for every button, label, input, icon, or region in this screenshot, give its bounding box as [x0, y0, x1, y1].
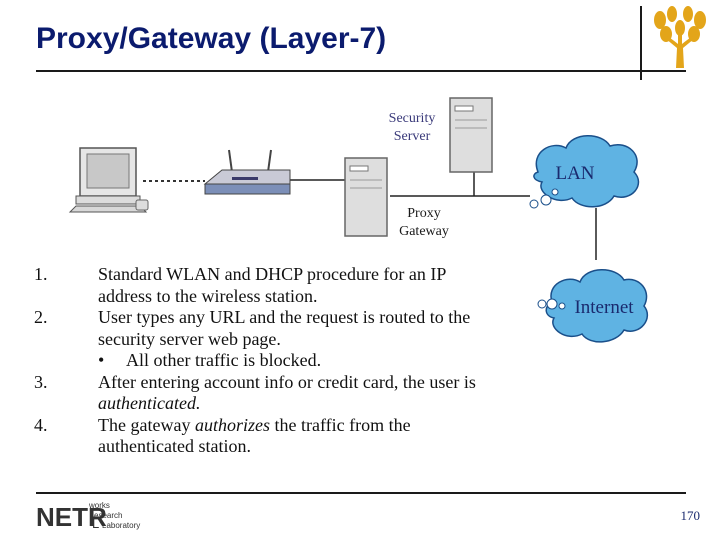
step-text: address to the wireless station. [98, 285, 318, 306]
step-text-emphasis: authenticated. [98, 393, 201, 413]
internet-cloud-icon [537, 269, 649, 343]
step-number: 1. [34, 264, 48, 284]
step-3: 3. After entering account info or credit… [24, 372, 544, 415]
internet-label: Internet [574, 297, 634, 318]
proxy-gateway-label: Proxy Gateway [399, 206, 449, 239]
step-text: The gateway [98, 414, 195, 435]
logo-l: L [92, 516, 99, 531]
desktop-computer-icon [68, 147, 149, 213]
lan-cloud-icon [529, 135, 640, 209]
subitem-text: All other traffic is blocked. [126, 350, 322, 370]
logo-laboratory: Laboratory [102, 521, 140, 530]
step-text-emphasis: authorizes [194, 414, 270, 435]
logo-research: esearch [94, 511, 122, 520]
security-server-label: Security Server [388, 111, 436, 144]
title-divider [36, 70, 686, 72]
step-text: Standard WLAN and DHCP procedure for an … [98, 264, 447, 284]
step-number: 2. [34, 307, 48, 327]
step-number: 4. [34, 414, 48, 435]
step-text: authenticated station. [98, 436, 251, 456]
step-text: the traffic from the [269, 414, 411, 435]
lan-label: LAN [555, 163, 595, 184]
tree-logo-icon [654, 6, 706, 68]
page-number: 170 [680, 508, 701, 523]
header-vertical-divider [640, 6, 642, 80]
step-text: After entering account info or credit ca… [98, 371, 476, 392]
wireless-router-icon [203, 149, 291, 195]
step-1: 1. Standard WLAN and DHCP procedure for … [24, 264, 544, 307]
step-2-subitem: • All other traffic is blocked. [24, 350, 544, 372]
security-server-icon [449, 97, 493, 173]
network-diagram [68, 97, 640, 260]
step-text: security server web page. [98, 328, 281, 349]
step-number: 3. [34, 371, 48, 392]
steps-list: 1. Standard WLAN and DHCP procedure for … [24, 264, 544, 458]
proxy-server-icon [344, 157, 388, 237]
netrl-logo: NETR works esearch Laboratory L [36, 501, 140, 532]
bullet-icon: • [98, 350, 105, 370]
logo-works: works [88, 501, 110, 510]
step-2: 2. User types any URL and the request is… [24, 307, 544, 350]
step-4: 4. The gateway authorizes the traffic fr… [24, 415, 544, 458]
page-title: Proxy/Gateway (Layer-7) [36, 22, 387, 55]
step-text: User types any URL and the request is ro… [98, 307, 471, 327]
footer-divider [36, 492, 686, 494]
logo-netr: NETR [36, 502, 107, 532]
